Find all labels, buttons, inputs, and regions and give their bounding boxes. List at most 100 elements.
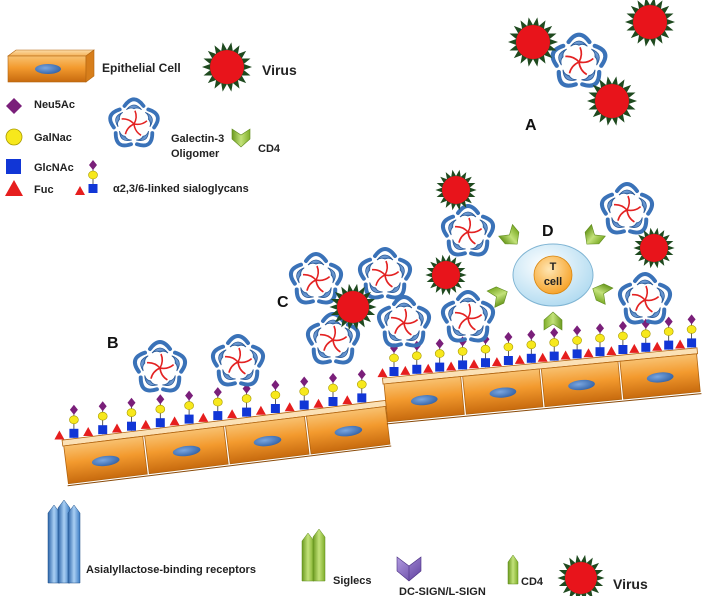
legend-galectin-line1: Galectin-3 xyxy=(171,133,224,145)
fucose xyxy=(423,363,434,373)
cd4-bottom-icon xyxy=(507,554,519,585)
bottom-legend: Asialyllactose-binding receptors Siglecs… xyxy=(47,499,648,596)
virus-legend-icon xyxy=(202,42,252,92)
panel-c-galectin-1 xyxy=(288,254,344,307)
bottom-legend-siglecs-label: Siglecs xyxy=(333,575,372,587)
neu5ac-legend-icon xyxy=(6,98,22,114)
fuc-legend-icon xyxy=(5,180,23,196)
fucose xyxy=(606,346,617,356)
legend-galnac-label: GalNac xyxy=(34,132,72,144)
bottom-legend-asialyllactose-label: Asialyllactose-binding receptors xyxy=(86,564,256,576)
t-cell: T cell xyxy=(512,243,594,307)
fucose xyxy=(560,350,571,360)
legend-fuc-label: Fuc xyxy=(34,184,54,196)
fucose xyxy=(255,405,266,415)
sialoglycan xyxy=(434,338,445,373)
sialoglycan xyxy=(126,397,137,432)
panel-d-virus-1 xyxy=(435,169,477,211)
glcnac-legend-icon xyxy=(6,159,21,174)
t-cell-label-1: T xyxy=(550,261,557,273)
epithelial-cell xyxy=(462,368,544,415)
panel-a-virus-1 xyxy=(508,17,558,67)
legend-glcnac-label: GlcNAc xyxy=(34,162,74,174)
siglec-icon xyxy=(301,528,326,582)
fucose xyxy=(652,341,663,351)
t-cell-label-2: cell xyxy=(544,276,562,288)
legend-sialoglycans-label: α2,3/6-linked sialoglycans xyxy=(113,183,249,195)
sialoglycan xyxy=(549,327,560,362)
epithelial-cell xyxy=(619,353,701,400)
sialoglycan xyxy=(503,331,514,366)
sialoglycan xyxy=(526,329,537,364)
bottom-legend-cd4-label: CD4 xyxy=(521,576,544,588)
fucose xyxy=(198,412,209,422)
epithelial-cell xyxy=(63,435,148,485)
epithelium-left xyxy=(61,399,392,487)
fucose xyxy=(675,339,686,349)
galnac-legend-icon xyxy=(5,128,23,146)
sialoglycan xyxy=(241,383,252,418)
fucose xyxy=(169,416,180,426)
fucose xyxy=(537,352,548,362)
panel-d-virus-2 xyxy=(425,254,467,296)
panel-a-galectin xyxy=(550,35,608,91)
panel-c-virus xyxy=(329,283,377,331)
panel-b-galectin-2 xyxy=(210,336,266,389)
cd4-legend-icon xyxy=(231,128,251,148)
epithelial-cell-legend-icon xyxy=(7,49,95,83)
legend-neu5ac-label: Neu5Ac xyxy=(34,99,75,111)
panel-d-virus-3 xyxy=(633,227,675,269)
epithelium-right xyxy=(382,347,702,425)
fucose xyxy=(227,409,238,419)
sialoglycan-legend-icon xyxy=(75,159,98,195)
sialoglycan xyxy=(663,316,674,351)
sialoglycan xyxy=(572,324,583,359)
fucose xyxy=(54,430,65,440)
panel-d: D T cell xyxy=(425,169,675,345)
sialoglycan xyxy=(328,372,338,407)
t-cell-cd4-1 xyxy=(498,224,525,251)
legend-virus-label: Virus xyxy=(262,62,297,78)
panel-d-label: D xyxy=(542,223,554,240)
epithelial-cell xyxy=(306,406,391,455)
sialoglycan xyxy=(184,390,195,425)
sialoglycan xyxy=(68,404,79,439)
panel-d-galectin-2 xyxy=(599,184,655,237)
epithelial-cell xyxy=(540,360,623,408)
sialoglycan xyxy=(686,313,697,348)
panel-b-label: B xyxy=(107,335,119,352)
t-cell-cd4-3 xyxy=(486,283,512,308)
panel-c-label: C xyxy=(277,294,289,311)
sialoglycan xyxy=(270,379,281,414)
fucose xyxy=(342,395,353,405)
fucose xyxy=(446,361,457,371)
fucose xyxy=(83,427,94,436)
sialoglycan xyxy=(155,393,166,428)
panel-a-virus-3 xyxy=(587,76,637,126)
legend-epithelial-cell-label: Epithelial Cell xyxy=(102,61,181,75)
epithelium xyxy=(54,313,702,487)
sialoglycan xyxy=(212,386,223,421)
bottom-legend-dcsign-label: DC-SIGN/L-SIGN xyxy=(399,586,486,596)
legend: Epithelial Cell Virus Neu5Ac GalNac GlcN… xyxy=(5,42,297,196)
panel-b: B xyxy=(107,335,266,395)
panel-b-galectin-1 xyxy=(132,342,188,395)
sialoglycan xyxy=(617,320,628,355)
fucose xyxy=(629,343,640,353)
fucose xyxy=(469,359,479,369)
panel-a: A xyxy=(508,0,675,134)
panel-c-galectin-4 xyxy=(376,297,432,350)
bottom-legend-virus-label: Virus xyxy=(613,576,648,592)
panel-c: C xyxy=(277,249,432,367)
fucose xyxy=(284,402,295,412)
fucose xyxy=(583,348,594,358)
panel-d-galectin-4 xyxy=(617,274,673,327)
panel-d-galectin-3 xyxy=(440,292,496,345)
galectin-3-oligomer-legend-icon xyxy=(108,99,161,149)
sialoglycan xyxy=(299,376,310,410)
t-cell-cd4-4 xyxy=(588,280,614,305)
fucose xyxy=(377,368,388,378)
t-cell-cd4-2 xyxy=(579,224,606,251)
fucose xyxy=(112,423,122,433)
